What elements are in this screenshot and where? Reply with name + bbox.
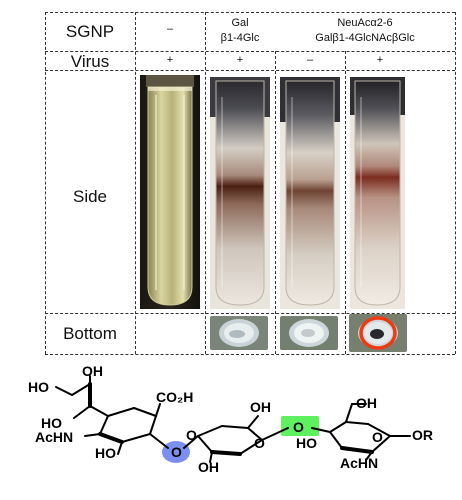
tube-photo-1 bbox=[140, 75, 200, 309]
label-achn-1: AcHN bbox=[35, 429, 73, 445]
label-or: OR bbox=[412, 427, 433, 443]
label-o-ring2: O bbox=[186, 427, 197, 443]
label-oh-4: OH bbox=[198, 459, 219, 475]
bottom-photo-4 bbox=[349, 314, 407, 352]
result-table: SGNP Virus Side Bottom – Gal β1-4Glc Neu… bbox=[45, 12, 456, 355]
label-ho-1: HO bbox=[28, 379, 49, 395]
row-label-virus: Virus bbox=[70, 52, 110, 71]
bottom-photo-3 bbox=[280, 316, 338, 350]
label-o-ring1: O bbox=[254, 435, 265, 451]
label-o-green: O bbox=[293, 419, 304, 435]
label-ho-4: HO bbox=[296, 435, 317, 451]
sgnp-sialyl-line2: Galβ1-4GlcNAcβGlc bbox=[315, 32, 415, 44]
sgnp-col2-line1: Gal bbox=[231, 17, 249, 29]
tube-photo-2 bbox=[210, 77, 270, 309]
virus-col2: + bbox=[236, 54, 244, 66]
label-co2h: CO₂H bbox=[156, 389, 193, 405]
sgnp-col2-line2: β1-4Glc bbox=[220, 32, 260, 44]
label-achn-2: AcHN bbox=[340, 455, 378, 471]
label-o-ring3: O bbox=[372, 429, 383, 445]
label-ho-3: HO bbox=[95, 445, 116, 461]
virus-col4: + bbox=[376, 54, 384, 66]
label-oh-2: OH bbox=[250, 399, 271, 415]
label-oh-3: OH bbox=[356, 395, 377, 411]
bottom-photo-2 bbox=[210, 316, 268, 350]
tube-photo-3 bbox=[280, 77, 340, 309]
label-o-blue: O bbox=[171, 444, 182, 460]
tube-photo-4 bbox=[350, 77, 405, 309]
trisaccharide-structure: HO OH HO CO₂H AcHN HO O OH O O OH HO O O… bbox=[28, 363, 433, 475]
sgnp-col1: – bbox=[166, 23, 174, 35]
row-label-bottom: Bottom bbox=[63, 324, 117, 343]
sgnp-sialyl-line1: NeuAcα2-6 bbox=[337, 17, 393, 29]
row-label-sgnp: SGNP bbox=[65, 22, 115, 41]
green-highlight bbox=[281, 416, 319, 436]
virus-col1: + bbox=[166, 54, 174, 66]
label-ho-2: HO bbox=[41, 415, 62, 431]
blue-highlight bbox=[162, 441, 190, 463]
row-label-side: Side bbox=[72, 187, 108, 206]
virus-col3: – bbox=[306, 54, 314, 66]
label-oh-1: OH bbox=[82, 363, 103, 379]
